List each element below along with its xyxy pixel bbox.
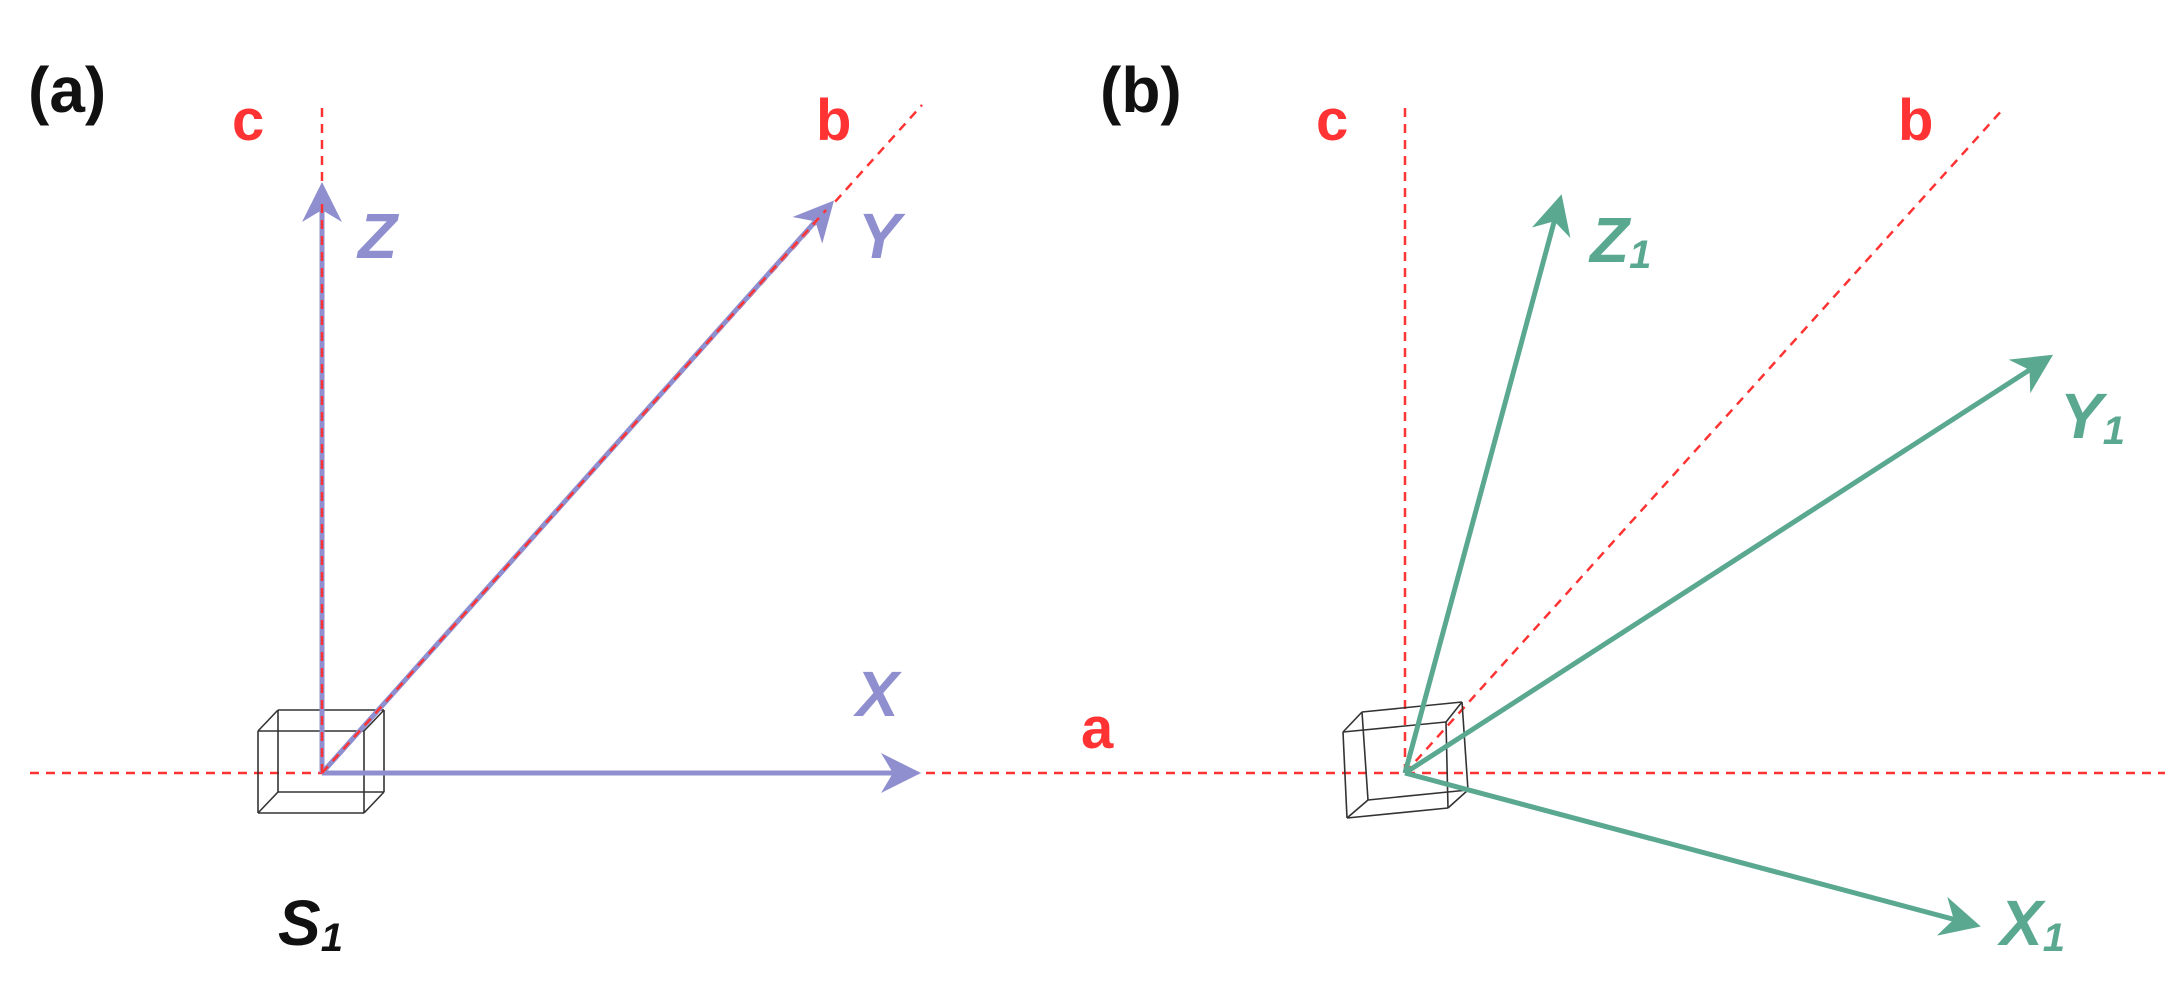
crystal-label: S1	[278, 887, 343, 960]
frame-axis-x1-label: X1	[1997, 887, 2065, 960]
reference-axis-b-overlay	[321, 209, 827, 774]
frame-axis-z1-label: Z1	[1588, 204, 1651, 277]
frame-axis-x1-arrow	[1404, 770, 1981, 936]
frame-axis-z1-main: Z	[1588, 204, 1632, 276]
frame-axis-x1-main: X	[1997, 887, 2046, 959]
frame-axis-z1-arrow	[1402, 194, 1571, 774]
crystal-label-sub: 1	[321, 916, 343, 960]
frame-axis-z1-sub: 1	[1629, 233, 1651, 277]
frame-axis-y1-sub: 1	[2103, 409, 2125, 453]
panel-b: (b) c b Z1 Y1	[1100, 54, 2125, 960]
crystal-cube-icon-b	[1342, 701, 1469, 819]
reference-axis-b-line-b	[1404, 107, 2005, 774]
frame-axis-y1-arrow	[1403, 354, 2054, 776]
panel-a: (a) c b a Z Y X	[28, 54, 1114, 960]
panel-b-label: (b)	[1100, 54, 1182, 126]
frame-axis-y1-main: Y	[2060, 380, 2108, 452]
frame-axis-y1-label: Y1	[2060, 380, 2125, 453]
crystal-cube-icon-a	[257, 709, 385, 814]
panel-a-label: (a)	[28, 54, 106, 126]
frame-axis-z-label: Z	[356, 200, 400, 272]
reference-axis-a-label: a	[1081, 696, 1114, 761]
reference-axis-b-label: b	[816, 88, 851, 153]
frame-axis-x-label: X	[853, 658, 902, 730]
frame-axis-y-arrow	[320, 200, 834, 775]
frame-axis-x1-sub: 1	[2043, 916, 2065, 960]
frame-axis-y-label: Y	[858, 200, 906, 272]
reference-axis-c-label: c	[232, 88, 264, 153]
crystal-label-main: S	[278, 887, 321, 959]
reference-axis-c-label-b: c	[1316, 88, 1348, 153]
reference-axis-b-label-b: b	[1898, 88, 1933, 153]
